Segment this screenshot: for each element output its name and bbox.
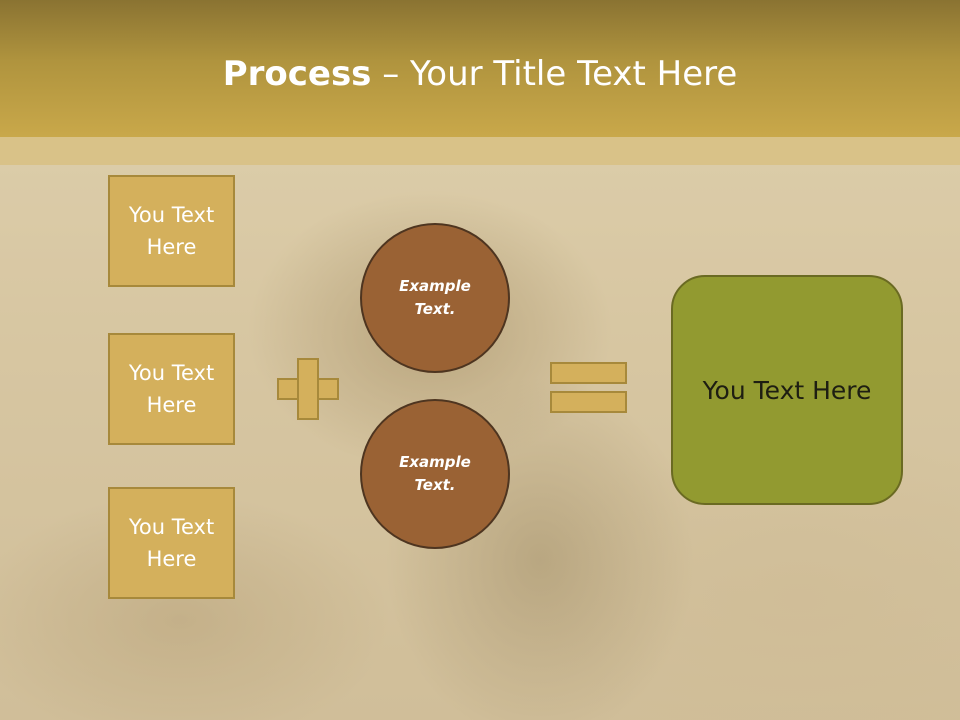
input-box-label: You Text Here [128,361,215,417]
input-box-3: You Text Here [108,487,235,599]
title-bar [0,0,960,137]
circle-label: Example Text. [399,277,471,318]
input-box-label: You Text Here [128,203,215,259]
result-box: You Text Here [671,275,903,505]
example-circle-1: Example Text. [360,223,510,373]
equals-bar-top [550,362,627,384]
slide-title-bold: Process [222,54,372,94]
input-box-2: You Text Here [108,333,235,445]
input-box-label: You Text Here [128,515,215,571]
input-box-1: You Text Here [108,175,235,287]
slide-title: Process – Your Title Text Here [0,48,960,100]
circle-label: Example Text. [399,453,471,494]
plus-icon [277,358,339,420]
example-circle-2: Example Text. [360,399,510,549]
equals-bar-bottom [550,391,627,413]
title-bar-shadow-band [0,137,960,165]
result-label: You Text Here [702,375,872,405]
slide-title-rest: – Your Title Text Here [371,54,738,94]
